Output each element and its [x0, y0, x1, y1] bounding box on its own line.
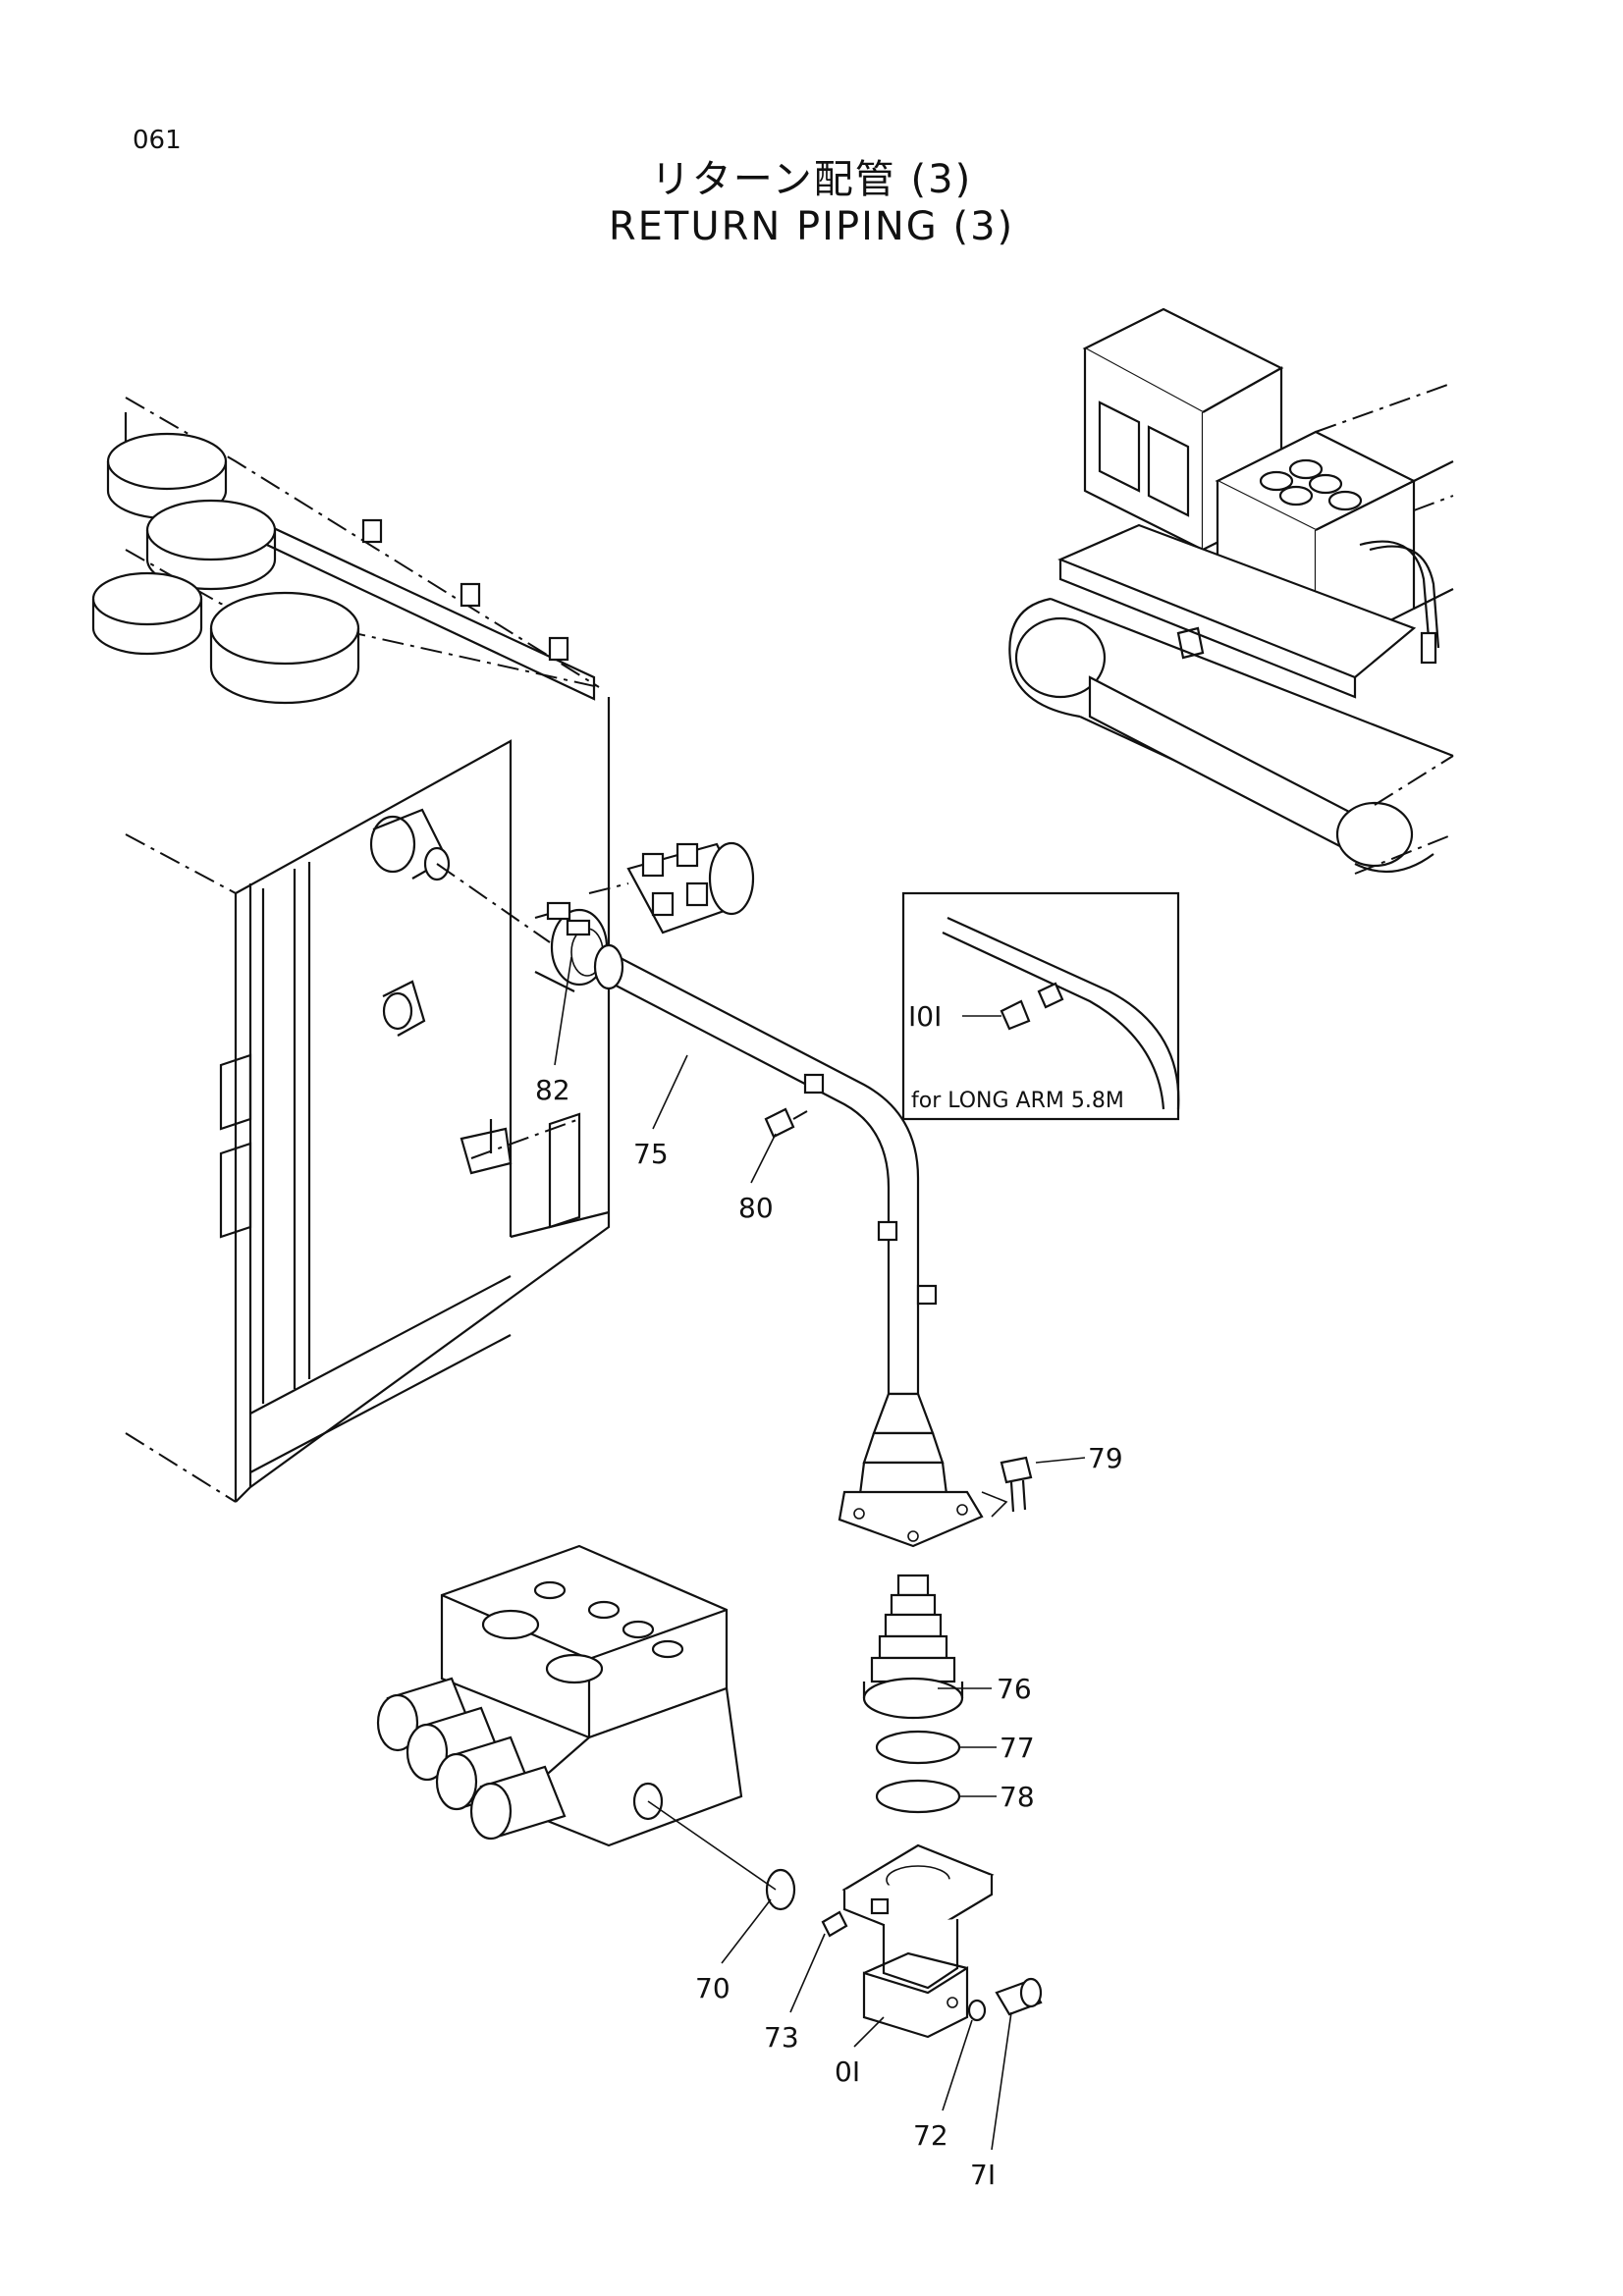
control-valve	[376, 1544, 777, 1891]
coupling	[588, 841, 755, 934]
bolt-71	[995, 1977, 1043, 2016]
part-label-101: I0I	[908, 1000, 942, 1033]
part-label-01: 0I	[835, 2056, 860, 2088]
title-japanese: リターン配管 (3)	[650, 157, 973, 202]
part-label-76: 76	[997, 1673, 1032, 1705]
title-english: RETURN PIPING (3)	[608, 204, 1015, 249]
o-ring-78	[875, 1779, 961, 1814]
part-label-78: 78	[1000, 1781, 1035, 1813]
page-number: 061	[133, 126, 182, 155]
flange-block-01	[841, 1843, 995, 2039]
part-label-80: 80	[738, 1192, 774, 1224]
part-label-72: 72	[913, 2119, 948, 2152]
inset-caption: for LONG ARM 5.8M	[911, 1089, 1124, 1113]
part-label-82: 82	[535, 1074, 570, 1106]
hydraulic-tank	[91, 397, 611, 1503]
plug-80	[764, 1107, 808, 1139]
part-label-73: 73	[764, 2021, 799, 2054]
part-label-70: 70	[695, 1972, 730, 2004]
o-ring-77	[875, 1730, 961, 1765]
part-label-75: 75	[633, 1138, 669, 1170]
part-label-71: 7I	[970, 2159, 996, 2191]
o-ring-70	[765, 1868, 796, 1911]
hose-clamp-82	[534, 901, 609, 992]
leader-lines	[554, 956, 1086, 2151]
inset-box: for LONG ARM 5.8M	[901, 891, 1180, 1121]
plug-73	[821, 1910, 848, 1938]
check-valve-76	[862, 1574, 964, 1720]
washer-72	[967, 1999, 987, 2022]
bolt-79	[981, 1456, 1033, 1518]
part-label-77: 77	[1000, 1732, 1035, 1764]
excavator-overview	[1008, 307, 1454, 875]
return-pipe-75	[593, 943, 984, 1548]
part-label-79: 79	[1088, 1442, 1123, 1474]
